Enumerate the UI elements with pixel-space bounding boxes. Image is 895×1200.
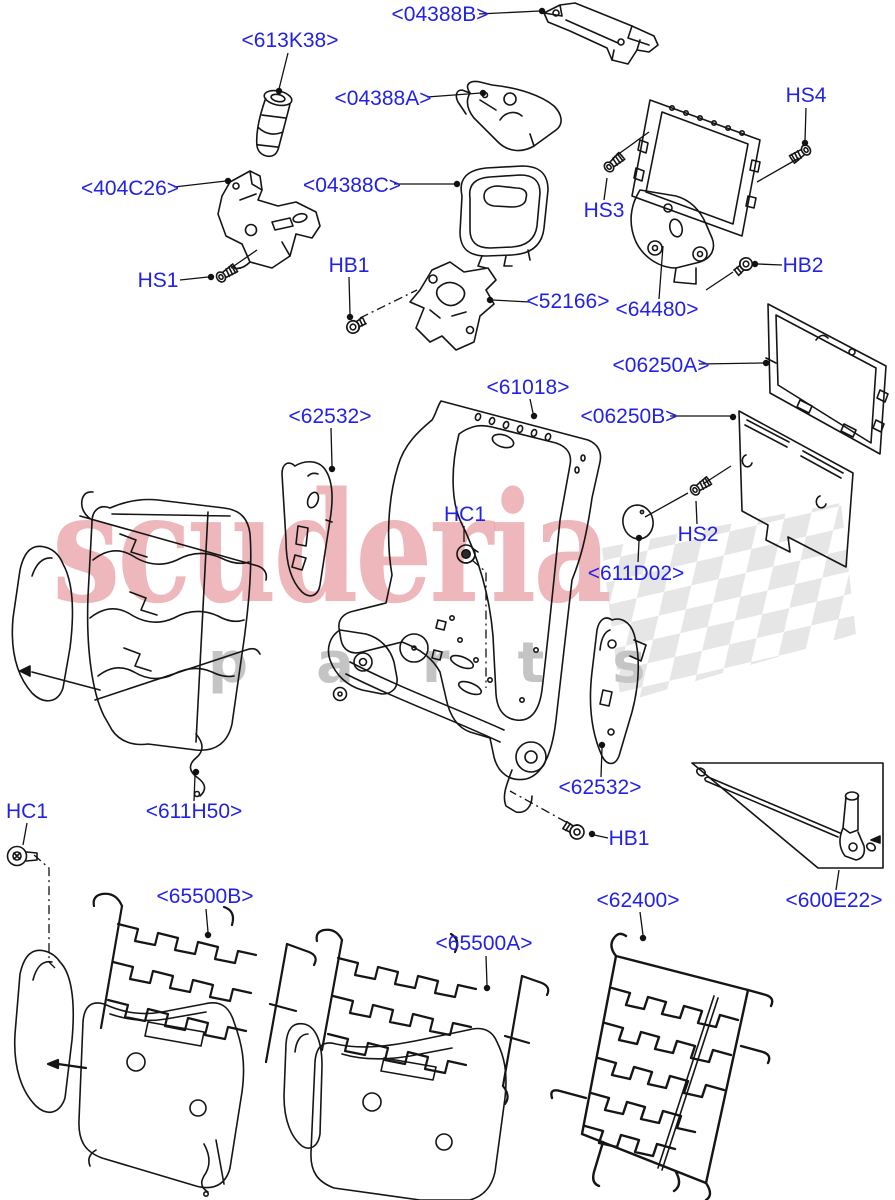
part-62400-drawing	[550, 932, 774, 1200]
part-label-HB1-bottom[interactable]: HB1	[608, 827, 650, 850]
screw-HS4-icon	[788, 144, 812, 165]
checkered-flag-watermark	[602, 503, 856, 703]
bolt-HC1-left-icon	[6, 845, 38, 867]
bolt-HC1-center-icon	[456, 544, 479, 564]
part-404C26-drawing	[217, 170, 321, 270]
part-label-HC1-center[interactable]: HC1	[443, 503, 487, 526]
part-600E22-drawing	[691, 762, 884, 869]
part-64480-drawing	[630, 99, 761, 285]
watermark-sub-text: parts	[208, 631, 714, 696]
part-04388B-drawing	[543, 2, 659, 65]
part-label-62532-left[interactable]: <62532>	[288, 405, 372, 428]
part-label-04388B[interactable]: <04388B>	[391, 3, 489, 26]
part-label-611D02[interactable]: <611D02>	[587, 562, 685, 585]
part-613K38-drawing	[255, 89, 293, 158]
part-52166-drawing	[409, 261, 497, 351]
bolt-HB1-bottom-icon	[562, 820, 585, 840]
part-label-HS2[interactable]: HS2	[677, 523, 719, 546]
part-label-HB1-top[interactable]: HB1	[328, 254, 370, 277]
part-65500A-drawing	[283, 928, 550, 1200]
part-label-62400[interactable]: <62400>	[596, 889, 680, 912]
part-label-600E22[interactable]: <600E22>	[785, 889, 883, 912]
part-label-61018[interactable]: <61018>	[486, 376, 570, 399]
part-label-62532-right[interactable]: <62532>	[558, 776, 642, 799]
callout-leader-lines	[22, 7, 840, 992]
part-62532-left-drawing	[281, 460, 333, 597]
part-label-52166[interactable]: <52166>	[526, 290, 610, 313]
part-04388A-drawing	[455, 80, 562, 152]
part-label-HS1[interactable]: HS1	[137, 269, 179, 292]
bolt-HB1-top-icon	[346, 316, 367, 334]
part-label-06250A[interactable]: <06250A>	[612, 354, 710, 377]
part-label-HS3[interactable]: HS3	[583, 199, 625, 222]
part-06250B-drawing	[738, 410, 854, 568]
part-06250A-drawing	[765, 303, 889, 455]
part-62532-right-drawing	[589, 617, 647, 765]
part-611H50-drawing	[11, 491, 268, 798]
part-label-04388A[interactable]: <04388A>	[334, 87, 432, 110]
screw-HS1-icon	[215, 263, 239, 283]
part-label-HB2[interactable]: HB2	[782, 254, 824, 277]
part-04388C-drawing	[459, 165, 549, 269]
part-label-04388C[interactable]: <04388C>	[302, 174, 402, 197]
part-label-611H50[interactable]: <611H50>	[145, 800, 243, 823]
part-65500B-drawing	[13, 892, 317, 1198]
bolt-HB2-icon	[733, 257, 753, 277]
part-label-65500B[interactable]: <65500B>	[156, 885, 254, 908]
part-label-HS4[interactable]: HS4	[785, 84, 827, 107]
part-61018-drawing	[327, 400, 602, 814]
part-label-64480[interactable]: <64480>	[615, 298, 699, 321]
part-label-HC1-left[interactable]: HC1	[5, 800, 49, 823]
part-label-06250B[interactable]: <06250B>	[580, 405, 678, 428]
part-label-65500A[interactable]: <65500A>	[435, 932, 533, 955]
part-label-404C26[interactable]: <404C26>	[80, 177, 180, 200]
part-label-613K38[interactable]: <613K38>	[241, 29, 339, 52]
